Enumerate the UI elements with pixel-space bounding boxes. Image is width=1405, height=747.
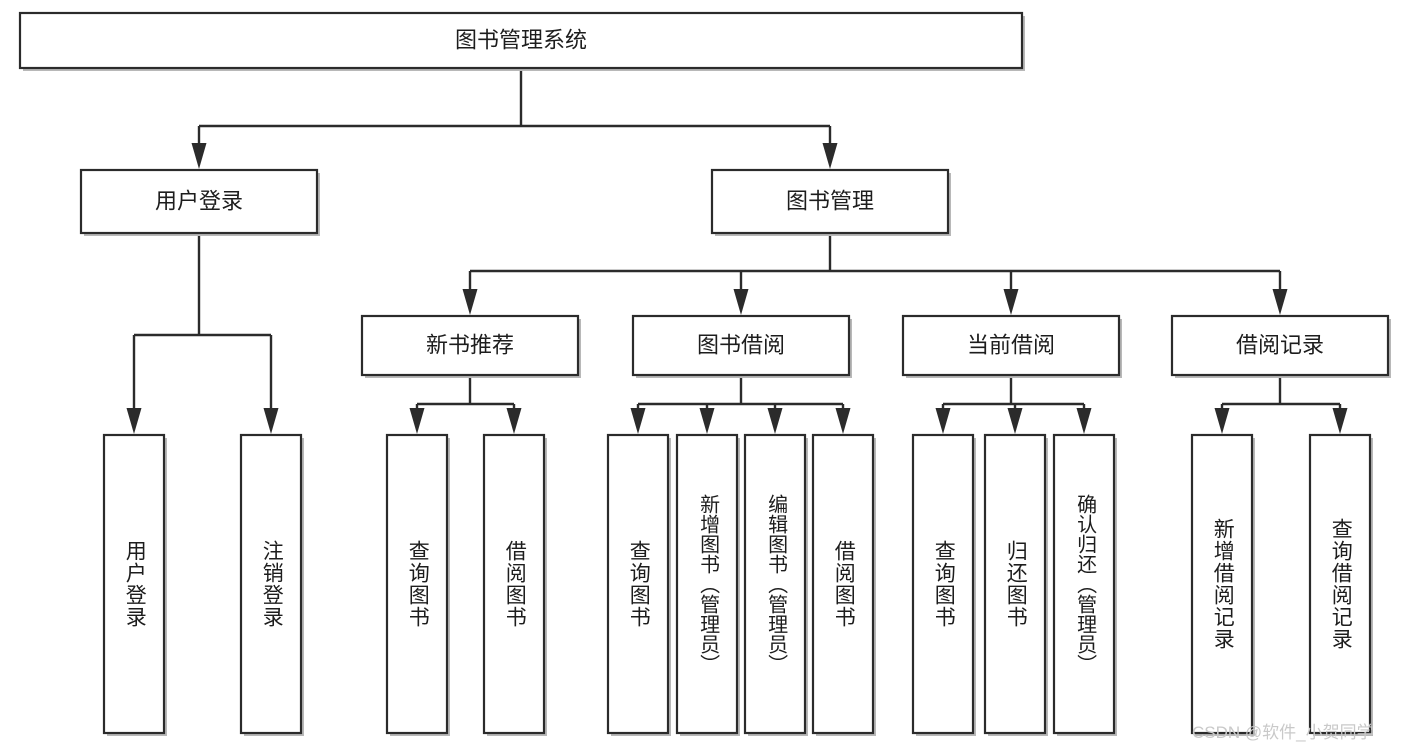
node-box[interactable] [631,314,851,377]
node-fn-query-book-borrow[interactable] [606,433,671,736]
node-fn-edit-book[interactable] [743,433,808,736]
node-layer [18,11,1391,736]
node-book-borrow[interactable] [631,314,852,378]
node-box[interactable] [743,433,807,735]
node-box[interactable] [1052,433,1116,735]
connector-group-login-to-functions [126,233,279,434]
connector-group-borrow-to-functions [630,375,851,434]
connector-arrowhead [1007,408,1023,434]
connector-arrowhead [822,143,838,169]
node-box[interactable] [360,314,580,377]
connector-arrowhead [506,408,522,434]
connector-arrowhead [1003,289,1019,315]
node-user-login[interactable] [79,168,320,236]
node-box[interactable] [675,433,739,735]
node-fn-return-book[interactable] [983,433,1048,736]
node-borrow-record[interactable] [1170,314,1391,378]
connector-group-current-to-functions [935,375,1092,434]
node-fn-user-logout[interactable] [239,433,304,736]
node-box[interactable] [606,433,670,735]
connector-arrowhead [409,408,425,434]
node-box[interactable] [79,168,319,235]
connector-layer [126,68,1348,434]
node-label: 当前借阅 [967,332,1055,357]
node-box[interactable] [710,168,950,235]
node-box[interactable] [482,433,546,735]
connector-arrowhead [1076,408,1092,434]
connector-group-newbook-to-functions [409,375,522,434]
node-fn-add-book[interactable] [675,433,740,736]
connector-arrowhead [835,408,851,434]
node-label: 图书借阅 [697,332,785,357]
node-label: 图书管理系统 [455,27,587,52]
node-box[interactable] [983,433,1047,735]
connector-arrowhead [1332,408,1348,434]
connector-arrowhead [263,408,279,434]
node-box[interactable] [1170,314,1390,377]
node-box[interactable] [901,314,1121,377]
node-box[interactable] [102,433,166,735]
node-fn-borrow-book[interactable] [811,433,876,736]
node-new-book-rec[interactable] [360,314,581,378]
node-box[interactable] [1190,433,1254,735]
connector-arrowhead [191,143,207,169]
connector-group-manage-to-submodules [462,233,1288,315]
node-box[interactable] [811,433,875,735]
node-box[interactable] [18,11,1024,70]
connector-group-record-to-functions [1214,375,1348,434]
node-fn-user-login[interactable] [102,433,167,736]
node-label: 图书管理 [786,188,874,213]
node-book-manage[interactable] [710,168,951,236]
connector-arrowhead [462,289,478,315]
node-fn-confirm-return[interactable] [1052,433,1117,736]
node-fn-query-book-current[interactable] [911,433,976,736]
connector-group-root-to-modules [191,68,838,169]
node-box[interactable] [239,433,303,735]
node-label: 借阅记录 [1236,332,1324,357]
csdn-watermark: CSDN @软件_小贺同学 [1192,723,1374,742]
node-box[interactable] [385,433,449,735]
node-label: 用户登录 [155,188,243,213]
connector-arrowhead [1272,289,1288,315]
node-box[interactable] [1308,433,1372,735]
node-box[interactable] [911,433,975,735]
connector-arrowhead [699,408,715,434]
node-current-borrow[interactable] [901,314,1122,378]
connector-arrowhead [126,408,142,434]
node-root[interactable] [18,11,1025,71]
node-fn-add-borrow-record[interactable] [1190,433,1255,736]
node-label: 新书推荐 [426,332,514,357]
connector-arrowhead [733,289,749,315]
node-fn-query-borrow-record[interactable] [1308,433,1373,736]
node-fn-query-book-rec[interactable] [385,433,450,736]
connector-arrowhead [935,408,951,434]
node-fn-borrow-book-rec[interactable] [482,433,547,736]
connector-arrowhead [630,408,646,434]
connector-arrowhead [1214,408,1230,434]
connector-arrowhead [767,408,783,434]
